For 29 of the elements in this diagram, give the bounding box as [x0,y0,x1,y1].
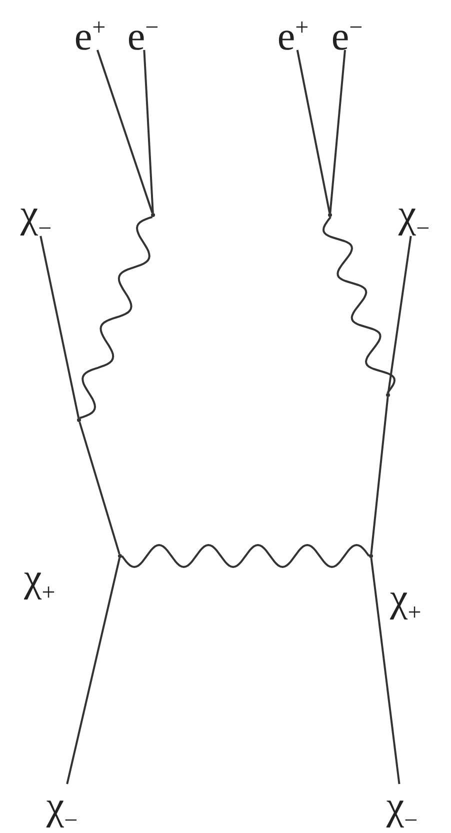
vertex-dot [369,554,373,558]
particle-label: e$^{+}$ [68,6,112,50]
particle-label: χ$_{−}$ [389,192,439,236]
particle-label: χ$_{−}$ [11,192,61,236]
photon-line [322,216,396,394]
vertex-dot [328,213,332,217]
particle-label: e$^{−}$ [121,6,165,50]
particle-label: χ$_{−}$ [377,784,427,828]
fermion-line [66,558,120,784]
vertex-dot [77,418,81,422]
fermion-line [370,558,400,784]
fermion-line [370,396,389,554]
fermion-line [78,422,120,554]
fermion-line [329,50,346,214]
particle-label: e$^{−}$ [325,6,369,50]
fermion-line [143,50,154,214]
particle-label: χ$_{+}$ [24,556,56,608]
fermion-line [387,236,412,394]
vertex-dot [386,393,390,397]
photon-line [79,216,153,419]
particle-label: χ$_{−}$ [37,784,87,828]
fermion-line [40,236,80,418]
vertex-dot [118,554,122,558]
particle-label: e$^{+}$ [271,6,315,50]
photon-line [121,544,370,568]
vertex-dot [151,213,155,217]
particle-label: χ$_{+}$ [390,576,422,628]
fermion-line [96,50,154,214]
fermion-line [296,50,331,214]
